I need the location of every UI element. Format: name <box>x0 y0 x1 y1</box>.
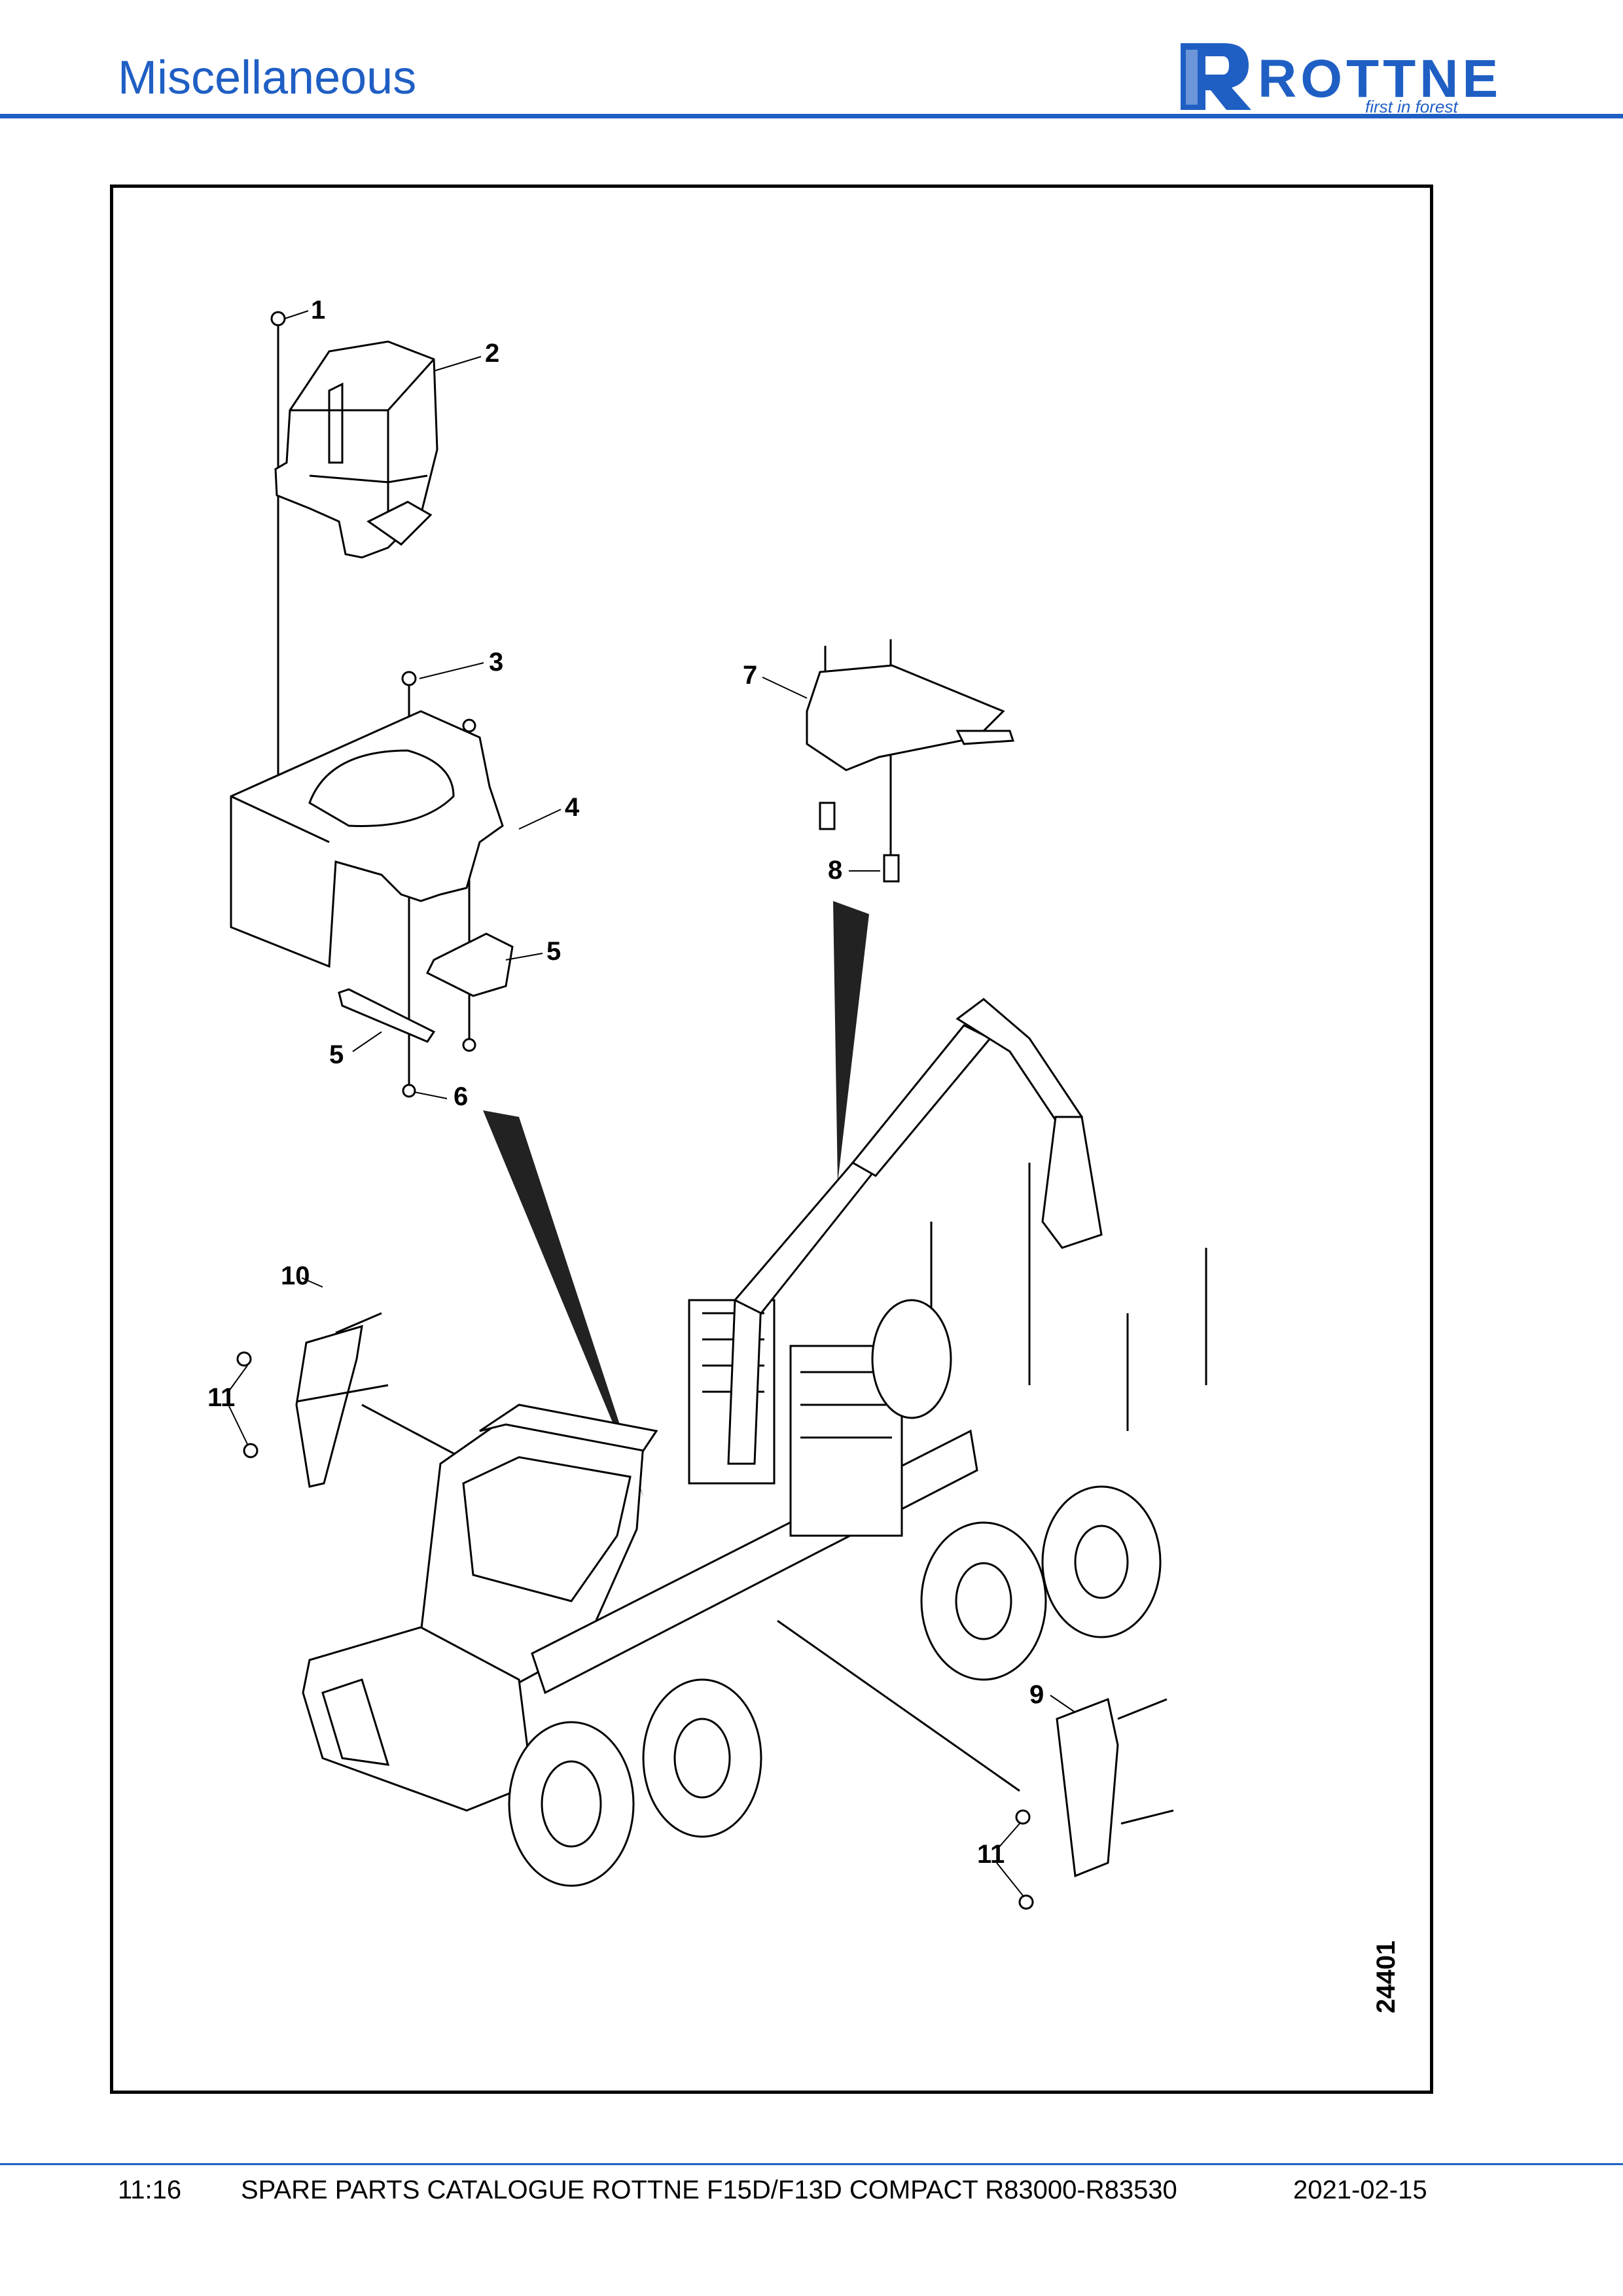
part-cover-7 <box>806 639 1015 883</box>
callout-1: 1 <box>311 296 325 325</box>
callout-labels: 1 2 3 4 5 5 6 7 8 9 10 11 11 <box>207 296 1044 1869</box>
logo-wordmark: ROTTNE <box>1258 49 1502 109</box>
callout-4: 4 <box>565 793 580 822</box>
part-plates-5 <box>338 932 514 1098</box>
pointer-wedge-upper <box>833 901 869 1182</box>
rottne-logo: ROTTNE first in forest <box>1181 43 1502 115</box>
page-title: Miscellaneous <box>118 52 417 104</box>
callout-9: 9 <box>1029 1680 1044 1709</box>
part-guard-9 <box>777 1619 1174 1910</box>
callout-7: 7 <box>743 661 757 690</box>
footer-page-number: 11:16 <box>118 2176 182 2204</box>
footer-date: 2021-02-15 <box>1293 2176 1427 2204</box>
pointer-wedge-lower <box>483 1110 643 1496</box>
callout-5-right: 5 <box>546 937 561 966</box>
drawing-number: 24401 <box>1372 1941 1400 2013</box>
forwarder-machine <box>302 998 1207 1887</box>
part-bracket-4 <box>230 671 504 1084</box>
exploded-parts-drawing: 1 2 3 4 5 5 6 7 8 9 10 11 11 <box>207 296 1400 2013</box>
header-rule <box>0 114 1623 118</box>
footer-catalogue-title: SPARE PARTS CATALOGUE ROTTNE F15D/F13D C… <box>241 2176 1177 2204</box>
callout-3: 3 <box>489 648 503 677</box>
callout-11-right: 11 <box>977 1840 1005 1869</box>
callout-8: 8 <box>828 856 842 885</box>
footer-rule <box>0 2163 1623 2165</box>
drawing-frame: 1 2 3 4 5 5 6 7 8 9 10 11 11 <box>110 185 1433 2094</box>
logo-tagline: first in forest <box>1365 97 1459 115</box>
rottne-r-emblem-icon <box>1181 43 1251 110</box>
callout-2: 2 <box>485 339 499 368</box>
callout-10: 10 <box>281 1262 310 1290</box>
part-cover-2 <box>270 311 438 816</box>
callout-5-left: 5 <box>329 1040 344 1069</box>
part-guard-10 <box>236 1312 523 1491</box>
callout-6: 6 <box>454 1082 468 1111</box>
